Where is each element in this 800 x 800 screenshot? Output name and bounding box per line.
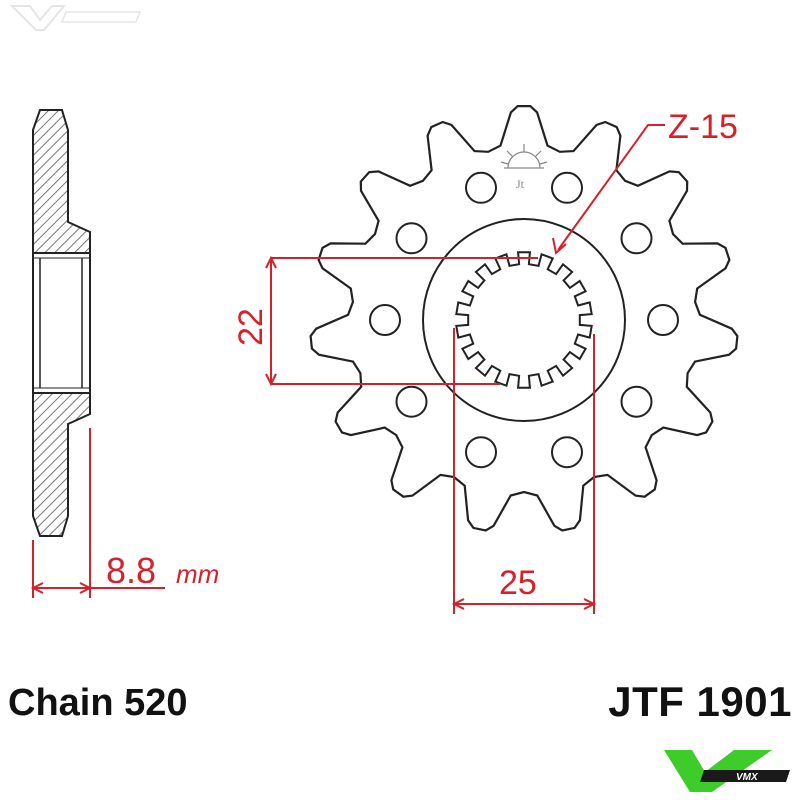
sprocket-front-view <box>309 105 739 532</box>
teeth-leader <box>552 124 665 255</box>
bolt-hole <box>551 436 583 469</box>
bolt-hole <box>620 222 653 255</box>
thickness-unit: mm <box>176 559 219 589</box>
spline-bore <box>455 251 593 389</box>
width-dimension <box>451 328 597 614</box>
bolt-hole <box>395 222 428 255</box>
chain-size-label: Chain 520 <box>8 682 188 724</box>
svg-text:Jt: Jt <box>516 177 525 191</box>
hub-circle <box>422 218 626 422</box>
bolt-hole <box>620 385 653 418</box>
bolt-hole <box>647 304 679 336</box>
sprocket-side-profile <box>32 109 91 537</box>
watermark-logo <box>9 5 142 31</box>
part-number-label: JTF 1901 <box>608 678 792 725</box>
thickness-value: 8.8 <box>106 550 156 591</box>
teeth-count-label: Z-15 <box>668 108 738 146</box>
bolt-hole <box>465 171 497 204</box>
vmx-brand-logo: VMX <box>664 750 790 792</box>
thickness-dimension <box>30 428 165 598</box>
width-label: 25 <box>499 564 537 602</box>
height-dimension <box>265 255 538 387</box>
bolt-hole <box>395 385 428 418</box>
svg-text:VMX: VMX <box>736 772 759 783</box>
bolt-hole <box>465 436 497 469</box>
jt-sun-stamp-icon: Jt <box>500 144 548 191</box>
bolt-hole <box>551 171 583 204</box>
bolt-hole <box>369 304 401 336</box>
height-label: 22 <box>232 308 270 346</box>
